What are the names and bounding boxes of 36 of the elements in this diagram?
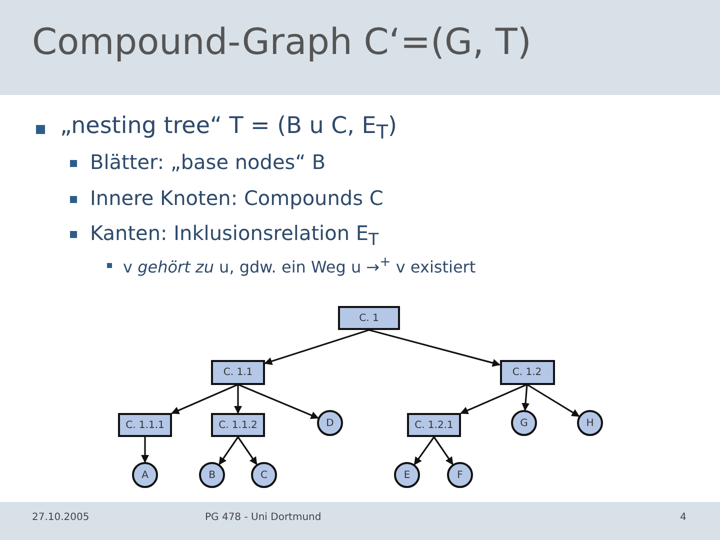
leaf-node-circle: G — [511, 410, 537, 436]
arrow — [171, 384, 238, 414]
leaf-node-circle: F — [447, 462, 473, 488]
arrow — [234, 384, 242, 414]
leaf-node-circle: A — [132, 462, 158, 488]
arrow — [368, 329, 500, 367]
bullet-text: Innere Knoten: Compounds C — [90, 186, 384, 210]
bullet-text: v gehört zu u, gdw. ein Weg u →$^{+}$ v existiert — [123, 255, 476, 276]
leaf-node-circle: H — [577, 410, 603, 436]
compound-node-box: C. 1.1.2 — [211, 413, 265, 437]
leaf-node-circle: C — [251, 462, 277, 488]
arrow — [522, 384, 530, 412]
leaf-node-circle: E — [394, 462, 420, 488]
bullet-text: „nesting tree“ T = (B u C, E$_{T}$) — [60, 113, 397, 144]
leaf-node-circle: B — [199, 462, 225, 488]
slide-title: Compound-Graph C‘=(G, T) — [32, 22, 532, 63]
arrow — [218, 436, 239, 466]
arrow — [141, 437, 149, 463]
bullet-text: Blätter: „base nodes“ B — [90, 150, 326, 174]
bullet-text: Kanten: Inklusionsrelation E$_{T}$ — [90, 221, 379, 249]
compound-node-box: C. 1 — [338, 306, 400, 330]
footer-text: 27.10.2005 — [32, 512, 90, 523]
arrow — [264, 329, 370, 366]
arrow — [526, 384, 580, 417]
arrow — [238, 384, 319, 419]
arrow — [433, 436, 454, 466]
compound-node-box: C. 1.2 — [500, 360, 554, 384]
footer-text: PG 478 - Uni Dortmund — [205, 512, 322, 523]
compound-node-box: C. 1.1.1 — [118, 413, 172, 437]
leaf-node-circle: D — [317, 410, 343, 436]
compound-node-box: C. 1.2.1 — [407, 413, 461, 437]
arrow — [414, 436, 435, 466]
page-number: 4 — [680, 512, 686, 523]
compound-node-box: C. 1.1 — [211, 360, 265, 384]
arrow — [237, 436, 258, 466]
arrow — [460, 384, 528, 414]
